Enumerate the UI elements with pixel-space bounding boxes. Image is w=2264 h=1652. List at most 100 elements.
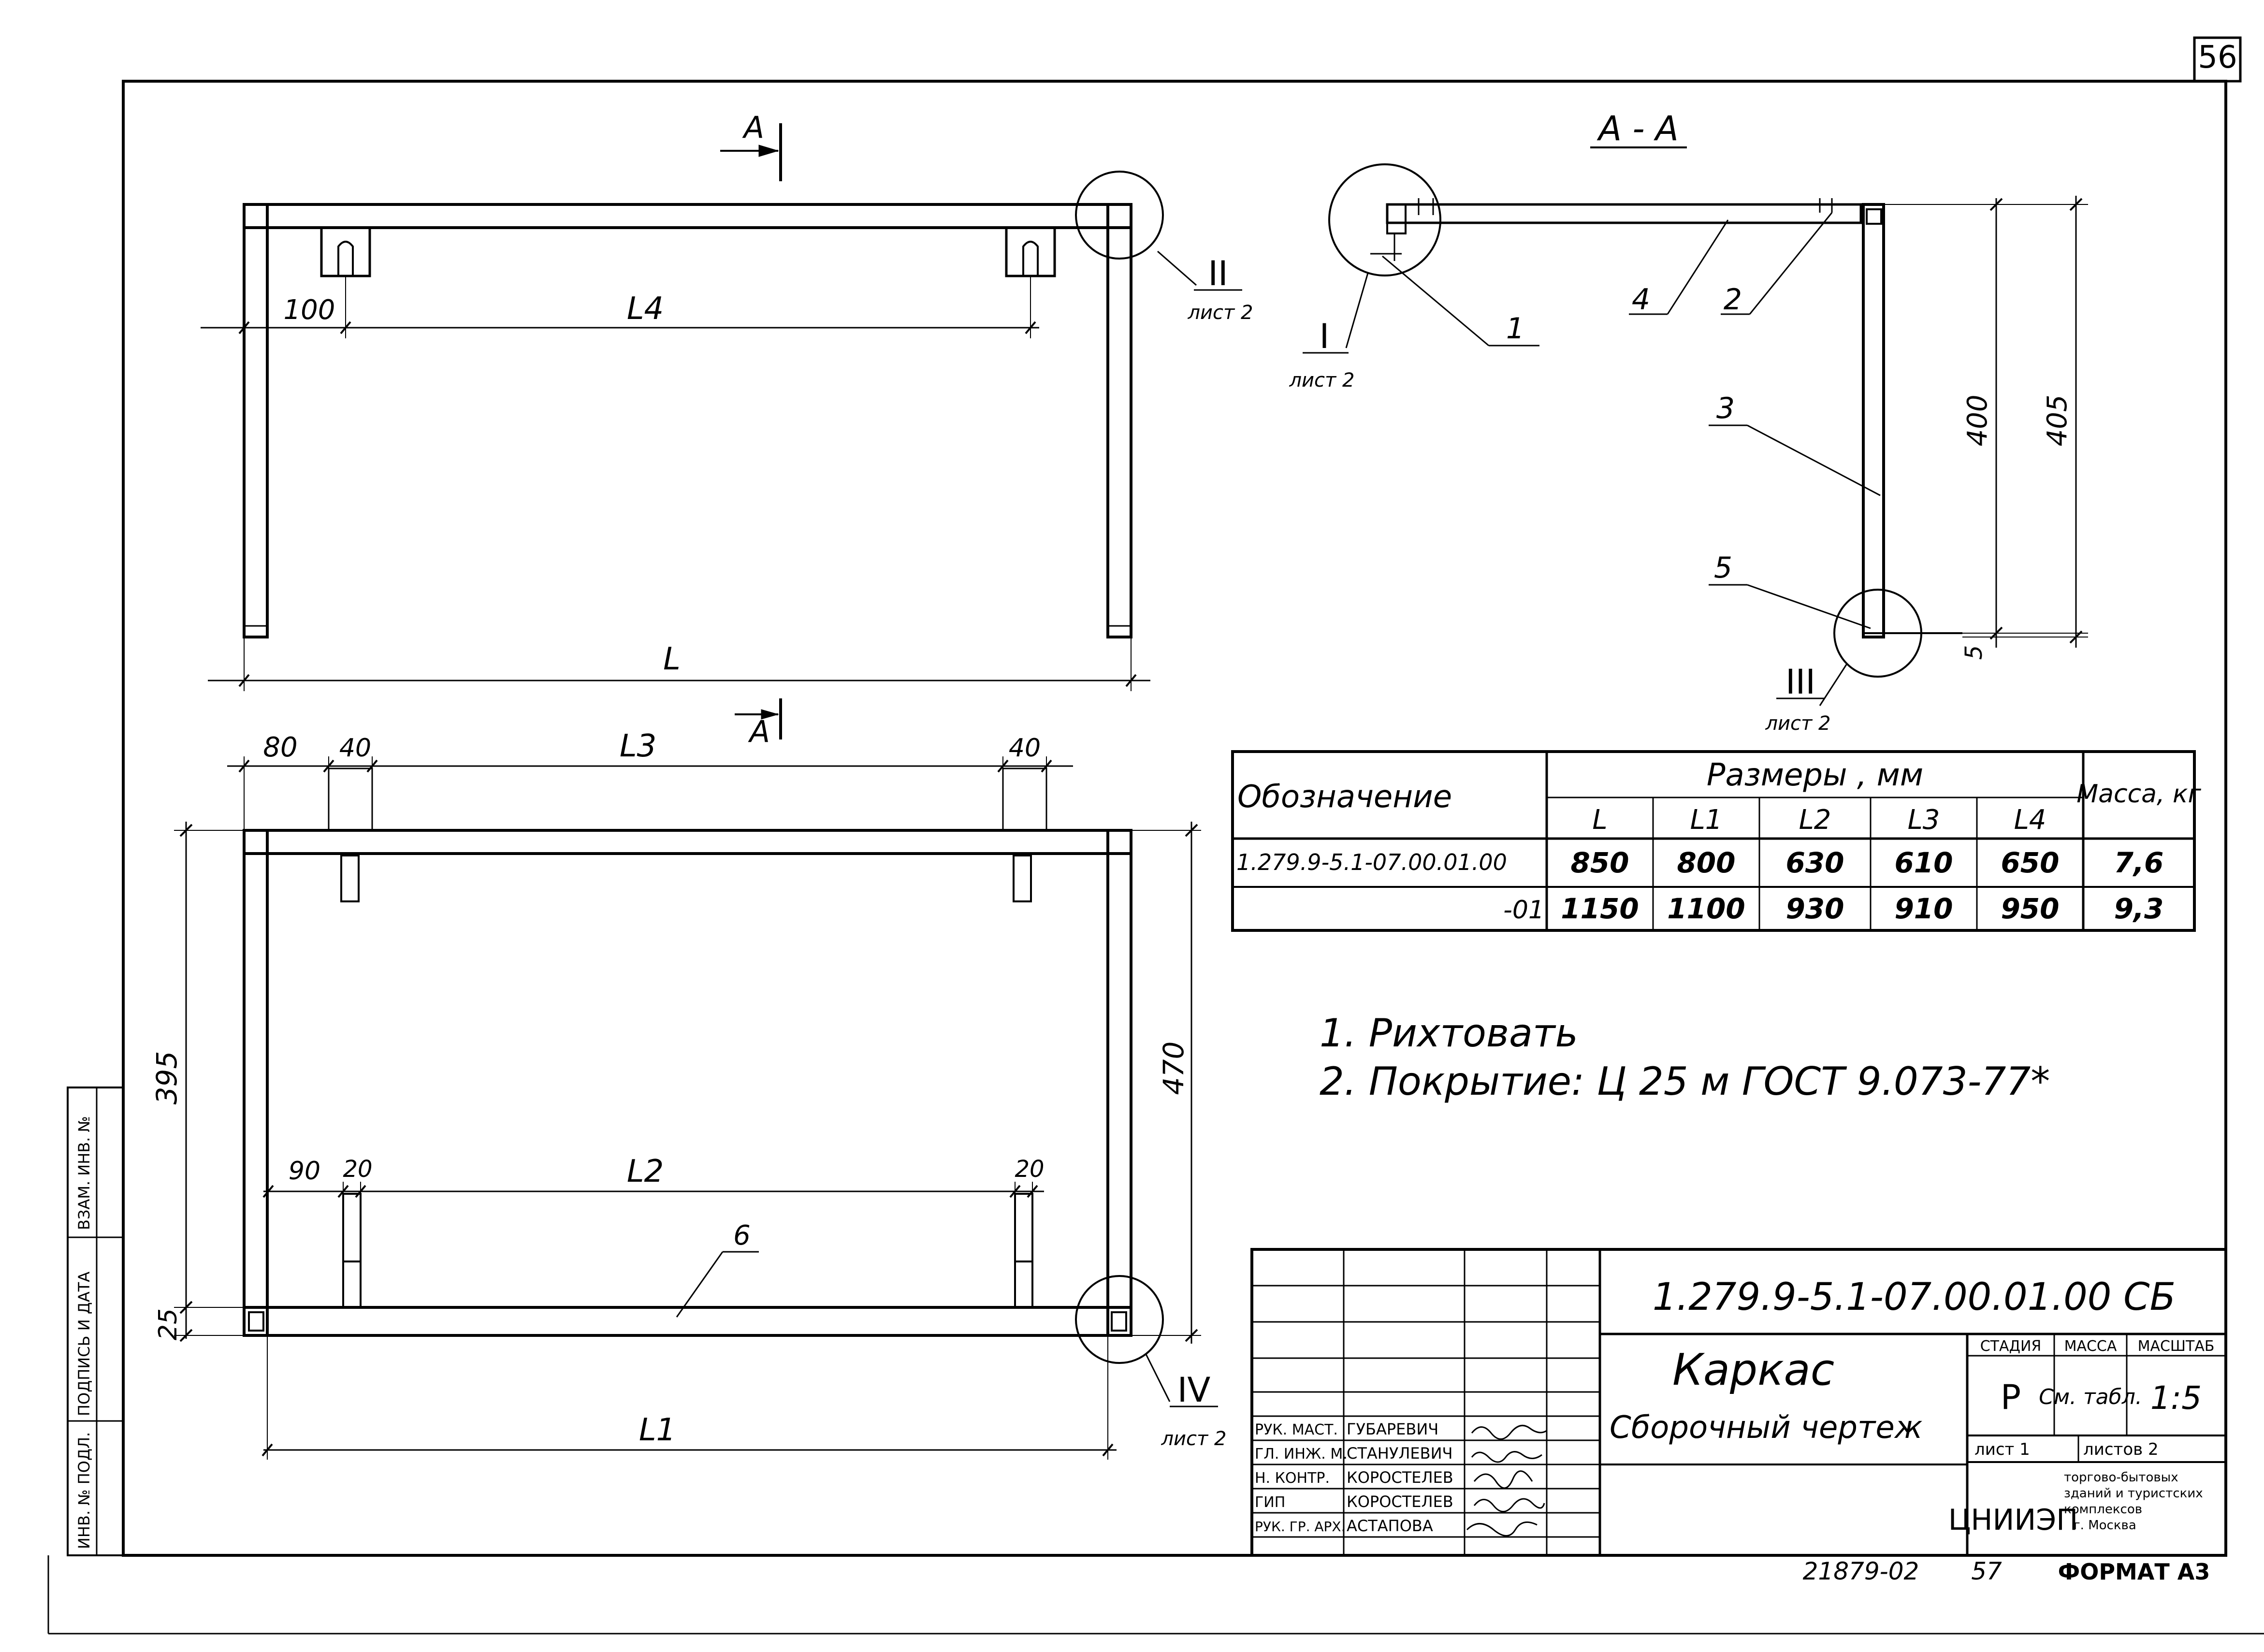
dim-20-left: 20	[343, 1156, 372, 1183]
sheet-label: лист 1	[1974, 1440, 2030, 1459]
position-3: 3	[1716, 391, 1735, 425]
title-block	[1250, 1248, 2227, 1557]
row2-l3: 910	[1894, 892, 1953, 925]
drawing-title: Каркас	[1672, 1345, 1834, 1395]
row1-l3: 610	[1894, 846, 1953, 879]
org-name-line-1: торгово-бытовых	[2064, 1470, 2178, 1485]
node-i-label: I	[1320, 317, 1330, 356]
signatory-name: ГУБАРЕВИЧ	[1347, 1420, 1438, 1438]
signatory-role: РУК. ГР. АРХ.	[1255, 1519, 1346, 1535]
node-iv-label: IV	[1177, 1370, 1211, 1410]
side-stamp: ИНВ. № ПОДЛ. ПОДПИСЬ И ДАТА ВЗАМ. ИНВ. №	[67, 1087, 124, 1556]
drawing-subtitle: Сборочный чертеж	[1610, 1410, 1923, 1446]
table-col-l2: L2	[1799, 804, 1831, 836]
note-2: 2. Покрытие: Ц 25 м ГОСТ 9.073-77*	[1320, 1059, 2050, 1104]
table-col-l: L	[1592, 804, 1607, 836]
node-ii-label: II	[1208, 254, 1228, 293]
org-name-line-4: г. Москва	[2074, 1518, 2136, 1533]
row1-l2: 630	[1785, 846, 1844, 879]
page-number: 56	[2198, 40, 2237, 75]
dim-40-left: 40	[339, 734, 371, 763]
table-col-l1: L1	[1690, 804, 1723, 836]
row2-l: 1150	[1561, 892, 1639, 925]
stage-label: СТАДИЯ	[1980, 1338, 2042, 1355]
dim-5: 5	[1960, 645, 1988, 660]
side-stamp-signature: ПОДПИСЬ И ДАТА	[75, 1272, 93, 1416]
table-row: -01 1150 1100 930 910 950 9,3	[1503, 892, 2163, 925]
footer-inventory: 21879-02	[1803, 1557, 1919, 1585]
dim-l: L	[663, 641, 681, 677]
signatory-role: РУК. МАСТ.	[1255, 1421, 1338, 1438]
footer-page: 57	[1971, 1557, 2002, 1585]
dim-80: 80	[263, 732, 297, 763]
doc-code: 1.279.9-5.1-07.00.01.00 СБ	[1653, 1275, 2176, 1319]
dim-40-right: 40	[1009, 734, 1041, 763]
sizes-table	[1231, 750, 2196, 932]
org-name-line-3: комплексов	[2064, 1502, 2142, 1517]
node-iv-sheet: лист 2	[1161, 1428, 1226, 1450]
signatory-role: Н. КОНТР.	[1255, 1470, 1330, 1487]
dim-l4: L4	[627, 291, 664, 327]
row2-l2: 930	[1785, 892, 1844, 925]
signatory-name: КОРОСТЕЛЕВ	[1347, 1468, 1453, 1487]
dim-395: 395	[150, 1051, 183, 1105]
signatory-role: ГЛ. ИНЖ. М.	[1255, 1446, 1348, 1463]
section-view	[1328, 146, 2088, 706]
dim-20-right: 20	[1015, 1156, 1044, 1183]
footer-format: ФОРМАТ А3	[2058, 1559, 2210, 1585]
org-name-line-2: зданий и туристских	[2064, 1486, 2203, 1501]
table-header-sizes: Размеры , мм	[1707, 757, 1923, 793]
section-title: А - А	[1596, 109, 1679, 148]
row2-l1: 1100	[1667, 892, 1745, 925]
position-1: 1	[1506, 312, 1524, 346]
bracket-right	[1005, 226, 1056, 277]
row1-l: 850	[1570, 846, 1629, 879]
mass-label: МАССА	[2064, 1338, 2117, 1355]
dim-offset-100: 100	[284, 294, 335, 326]
signatory-name: СТАНУЛЕВИЧ	[1347, 1444, 1452, 1463]
sheets-label: листов 2	[2083, 1440, 2159, 1459]
signature-scribbles	[1466, 1424, 1547, 1536]
position-5: 5	[1714, 551, 1732, 585]
row2-l4: 950	[2001, 892, 2059, 925]
signatory-name: КОРОСТЕЛЕВ	[1347, 1493, 1453, 1511]
row1-designation: 1.279.9-5.1-07.00.01.00	[1236, 849, 1507, 875]
position-6: 6	[733, 1220, 751, 1251]
scale-value: 1:5	[2150, 1379, 2202, 1417]
cut-mark-bottom: А	[748, 714, 770, 749]
signatory-role: ГИП	[1255, 1494, 1285, 1511]
row1-mass: 7,6	[2114, 846, 2164, 879]
table-row: 1.279.9-5.1-07.00.01.00 850 800 630 610 …	[1236, 846, 2163, 879]
node-i-sheet: лист 2	[1289, 369, 1354, 391]
dim-l2: L2	[627, 1154, 664, 1189]
row2-mass: 9,3	[2114, 892, 2164, 925]
node-iii-sheet: лист 2	[1765, 712, 1830, 735]
org-logo: ЦНИИЭП	[1948, 1503, 2078, 1537]
mass-value: См. табл.	[2039, 1385, 2142, 1409]
sheet-frame	[122, 36, 2242, 1557]
bracket-left	[320, 226, 371, 277]
row1-l4: 650	[2001, 846, 2059, 879]
dim-25: 25	[154, 1308, 183, 1340]
plan-view	[174, 756, 1201, 1460]
scale-label: МАСШТАБ	[2138, 1338, 2215, 1355]
row2-designation: -01	[1503, 896, 1544, 925]
table-col-l4: L4	[2014, 804, 2046, 836]
front-view	[201, 123, 1197, 739]
stage-value: Р	[2001, 1377, 2021, 1417]
dim-90: 90	[289, 1157, 320, 1186]
dim-470: 470	[1157, 1042, 1190, 1095]
dim-405: 405	[2042, 395, 2073, 447]
table-col-l3: L3	[1908, 804, 1940, 836]
position-2: 2	[1724, 283, 1742, 317]
table-header-designation: Обозначение	[1237, 779, 1452, 815]
row1-l1: 800	[1677, 846, 1735, 879]
dim-l1: L1	[639, 1412, 676, 1448]
node-iii-label: III	[1785, 662, 1815, 702]
side-stamp-inventory: ИНВ. № ПОДЛ.	[75, 1432, 93, 1549]
signatory-name: АСТАПОВА	[1347, 1517, 1433, 1535]
position-4: 4	[1632, 283, 1650, 317]
table-header-mass: Масса, кг	[2076, 780, 2201, 809]
dim-l3: L3	[620, 728, 656, 764]
